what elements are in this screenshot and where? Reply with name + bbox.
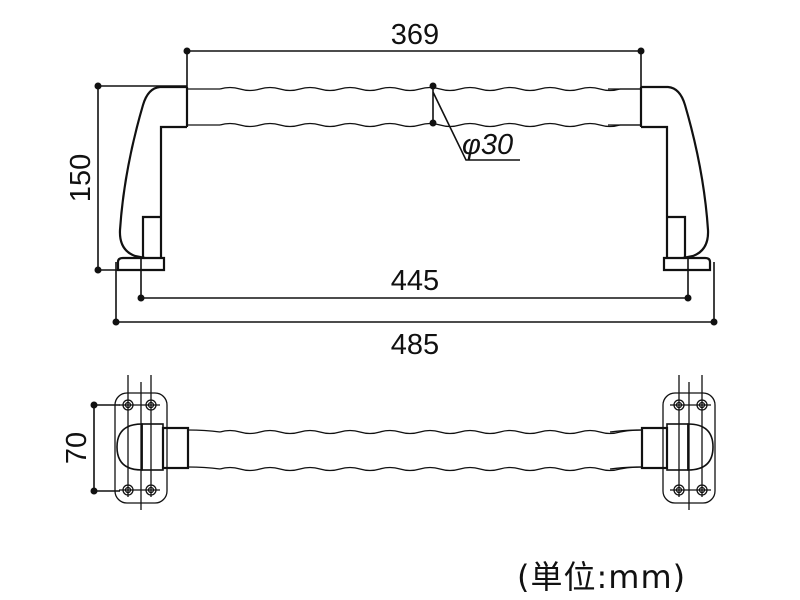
dimension-label-phi30: φ30 <box>462 129 513 161</box>
dimension-445: 445 <box>137 258 692 302</box>
dimension-label-485: 485 <box>391 329 439 361</box>
dimension-label-445: 445 <box>391 265 439 297</box>
dimension-369: 369 <box>183 19 645 87</box>
dimension-diameter: φ30 <box>429 82 520 161</box>
dimension-485: 485 <box>112 262 718 361</box>
unit-label: (単位:mm) <box>517 558 687 596</box>
dimension-150: 150 <box>65 82 187 274</box>
dimension-label-70: 70 <box>61 432 93 464</box>
side-view <box>116 85 712 272</box>
dimension-label-369: 369 <box>391 19 439 51</box>
plan-view <box>113 373 717 512</box>
dimension-label-150: 150 <box>65 154 97 202</box>
dimension-70: 70 <box>61 401 120 495</box>
